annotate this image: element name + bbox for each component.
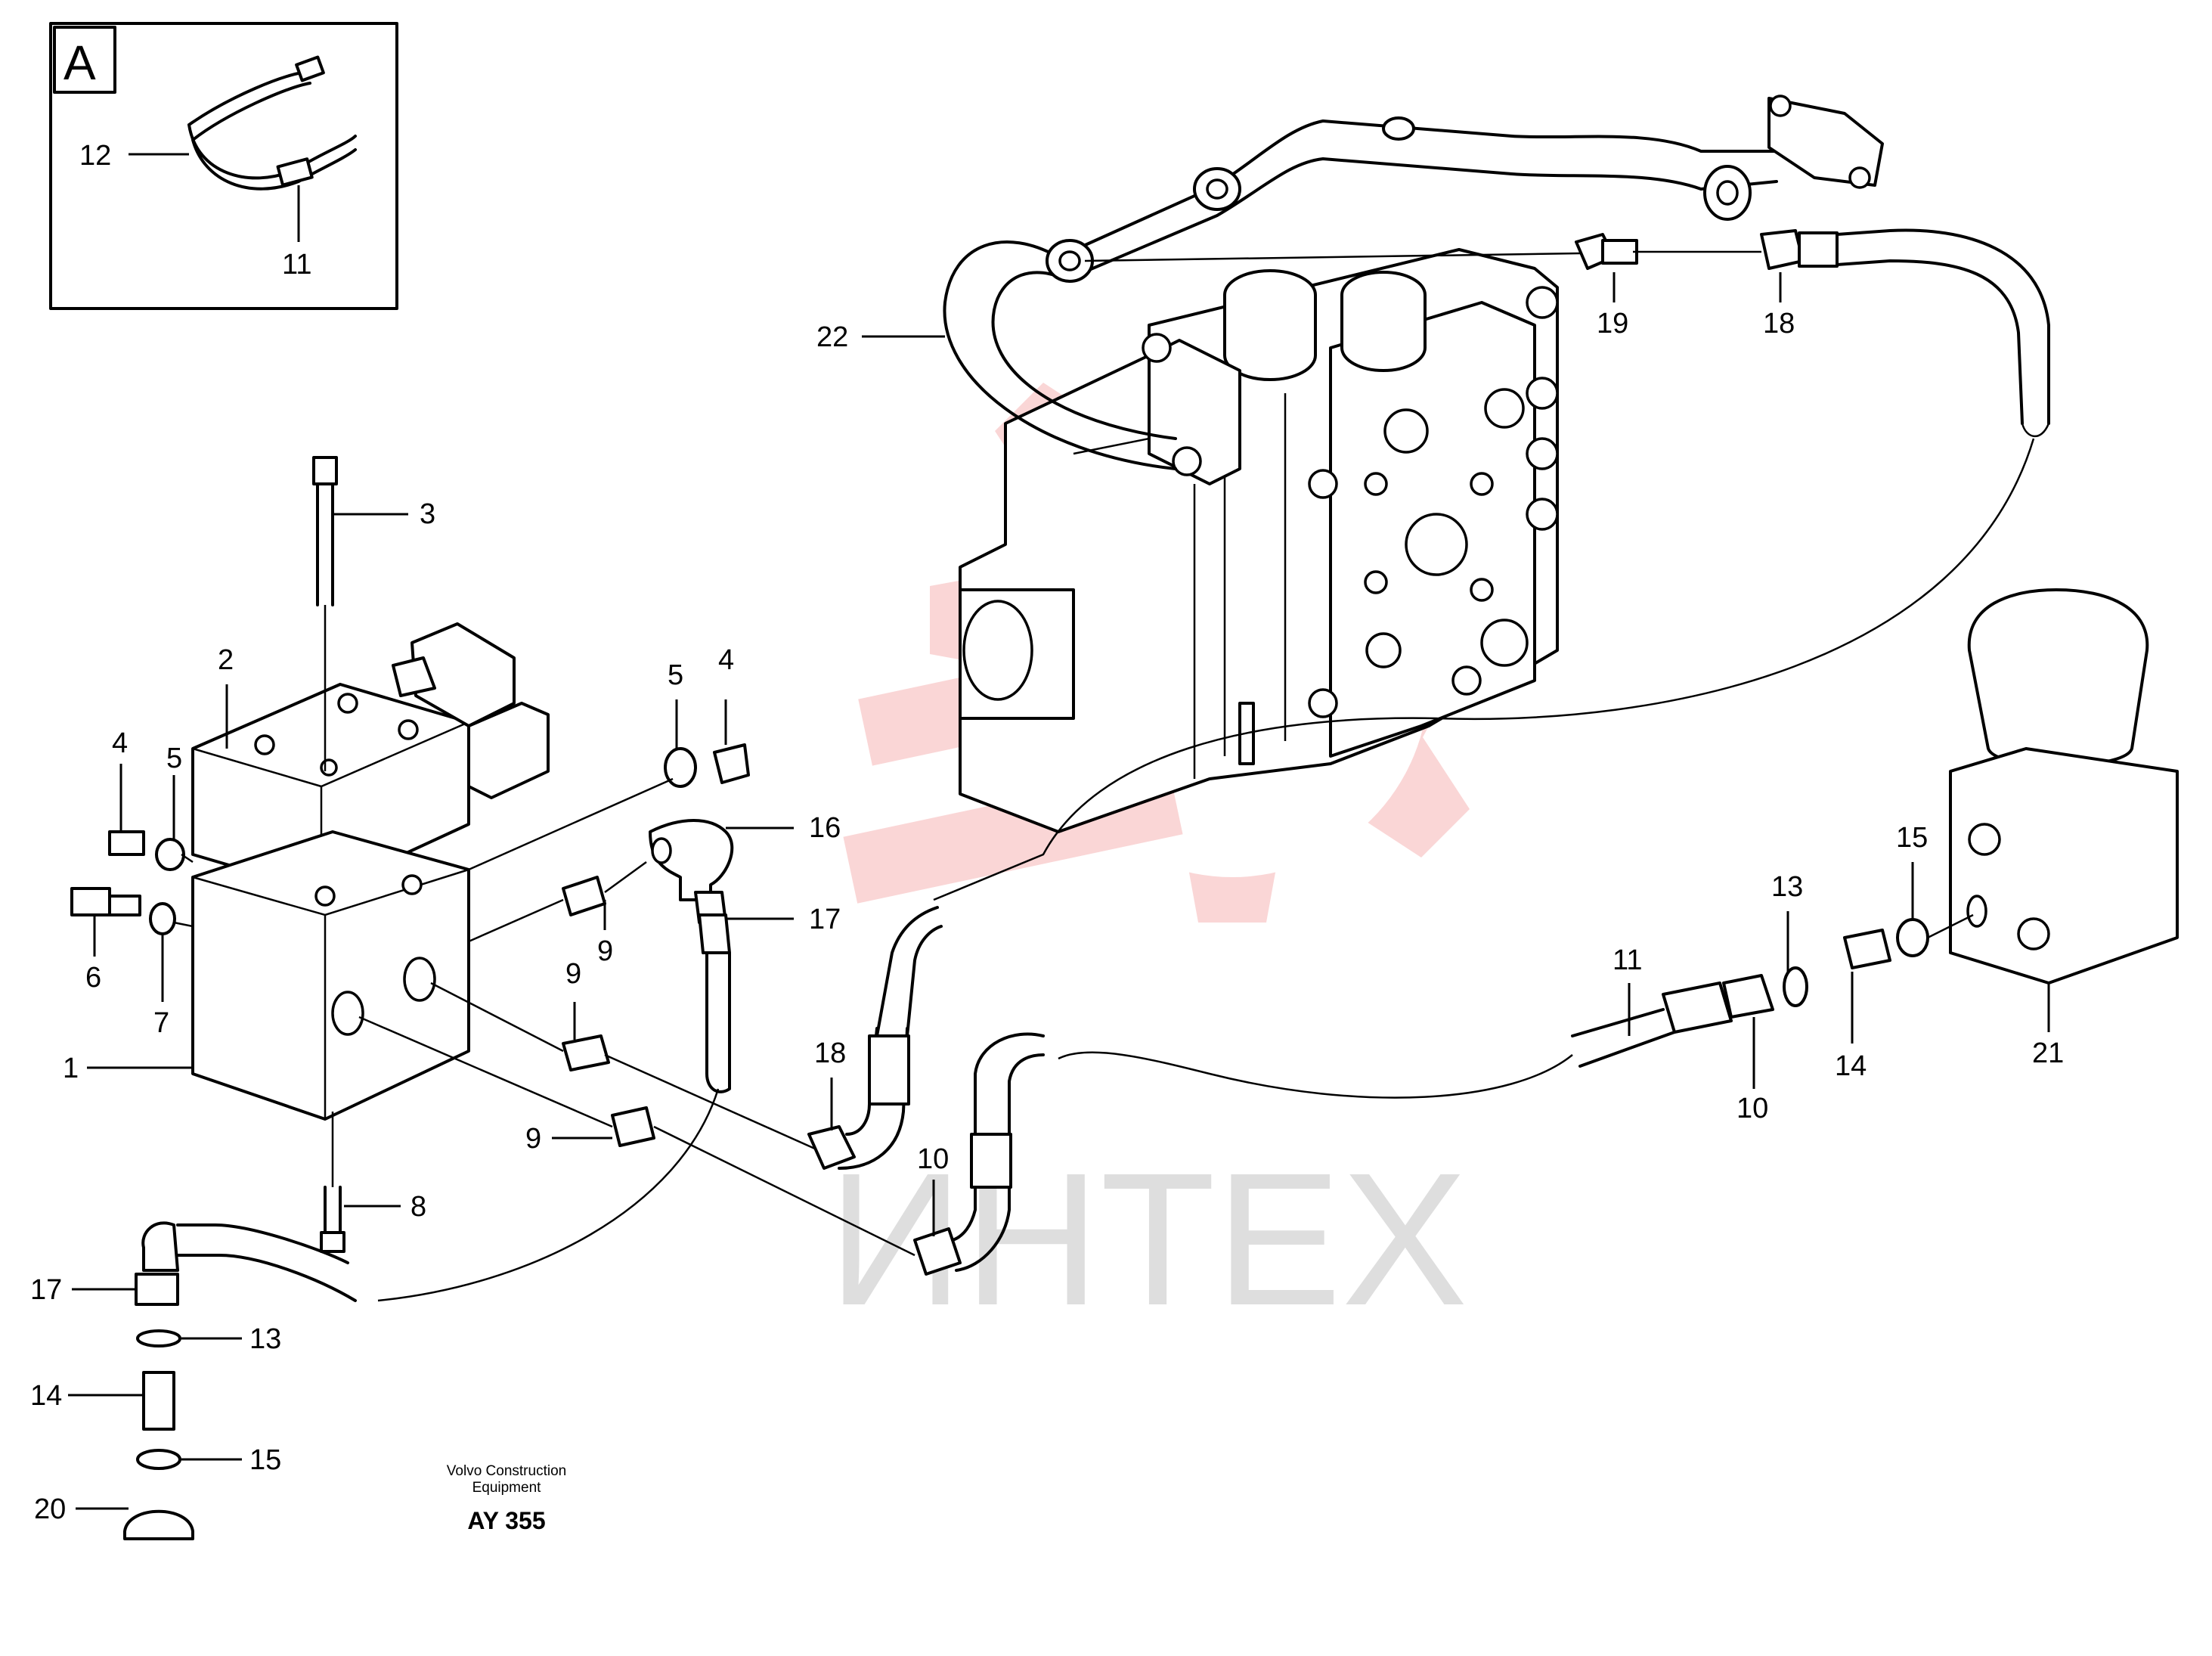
left-plugs-washers xyxy=(70,830,194,935)
hose-18-upper xyxy=(933,228,2050,901)
solenoid-valve-2 xyxy=(191,622,550,894)
callout-18-middle: 18 xyxy=(814,1037,846,1069)
callout-5-upper: 5 xyxy=(668,659,683,691)
callout-4-upper: 4 xyxy=(718,644,734,676)
callout-10-middle: 10 xyxy=(917,1143,949,1175)
callout-10-right: 10 xyxy=(1736,1093,1768,1124)
inset-letter: A xyxy=(64,36,96,90)
inset-label-11: 11 xyxy=(282,249,311,281)
callout-11: 11 xyxy=(1613,944,1642,976)
callout-labels: 1 2 3 4 5 6 7 8 9 9 9 5 4 16 17 18 10 22… xyxy=(30,308,2064,1525)
callout-15-lower: 15 xyxy=(249,1444,281,1476)
callout-17-lower: 17 xyxy=(30,1274,62,1306)
hose-18-middle xyxy=(807,906,943,1170)
callout-16: 16 xyxy=(809,812,841,844)
callout-8: 8 xyxy=(410,1191,426,1223)
callout-13-right: 13 xyxy=(1771,871,1803,903)
callout-9-upper: 9 xyxy=(597,935,613,967)
accumulator-21 xyxy=(1949,588,2179,985)
callout-2: 2 xyxy=(218,644,234,676)
leader-lines xyxy=(68,272,2050,1510)
bottom-left-stack xyxy=(123,1221,357,1540)
fitting-19 xyxy=(1084,233,1761,270)
callout-9-middle: 9 xyxy=(565,958,581,990)
callout-19: 19 xyxy=(1597,308,1628,340)
inset-label-12: 12 xyxy=(79,140,111,172)
callout-5: 5 xyxy=(166,743,182,774)
callout-14-right: 14 xyxy=(1835,1050,1867,1082)
inset-detail-a: A 12 11 xyxy=(49,22,398,310)
fittings-9 xyxy=(358,861,915,1257)
publisher-line-2: Equipment xyxy=(472,1480,541,1496)
callout-14-lower: 14 xyxy=(30,1380,62,1412)
pipe-22 xyxy=(943,95,1884,470)
callout-9-lower: 9 xyxy=(525,1123,541,1155)
callout-6: 6 xyxy=(85,962,101,994)
callout-22: 22 xyxy=(816,321,848,353)
hose-10 xyxy=(913,1032,1045,1276)
publisher-caption: Volvo Construction Equipment AY 355 xyxy=(408,1463,605,1535)
illustration-code: AY 355 xyxy=(467,1507,546,1534)
control-valve-assembly xyxy=(959,248,1559,833)
callout-3: 3 xyxy=(420,498,435,530)
callout-13-lower: 13 xyxy=(249,1323,281,1355)
callout-15-right: 15 xyxy=(1896,822,1928,854)
callout-18-upper: 18 xyxy=(1763,308,1795,340)
upper-middle-fittings xyxy=(377,743,750,1302)
publisher-line-1: Volvo Construction xyxy=(446,1463,567,1479)
callout-20: 20 xyxy=(34,1493,66,1525)
callout-17-upper: 17 xyxy=(809,904,841,935)
valve-body-1 xyxy=(191,830,470,1121)
callout-1: 1 xyxy=(63,1053,79,1084)
callout-4: 4 xyxy=(112,727,128,759)
callout-21: 21 xyxy=(2032,1037,2064,1069)
callout-7: 7 xyxy=(153,1007,169,1039)
bolt-3 xyxy=(312,456,338,771)
bolt-8 xyxy=(320,1112,345,1253)
right-fittings xyxy=(1058,913,1974,1099)
